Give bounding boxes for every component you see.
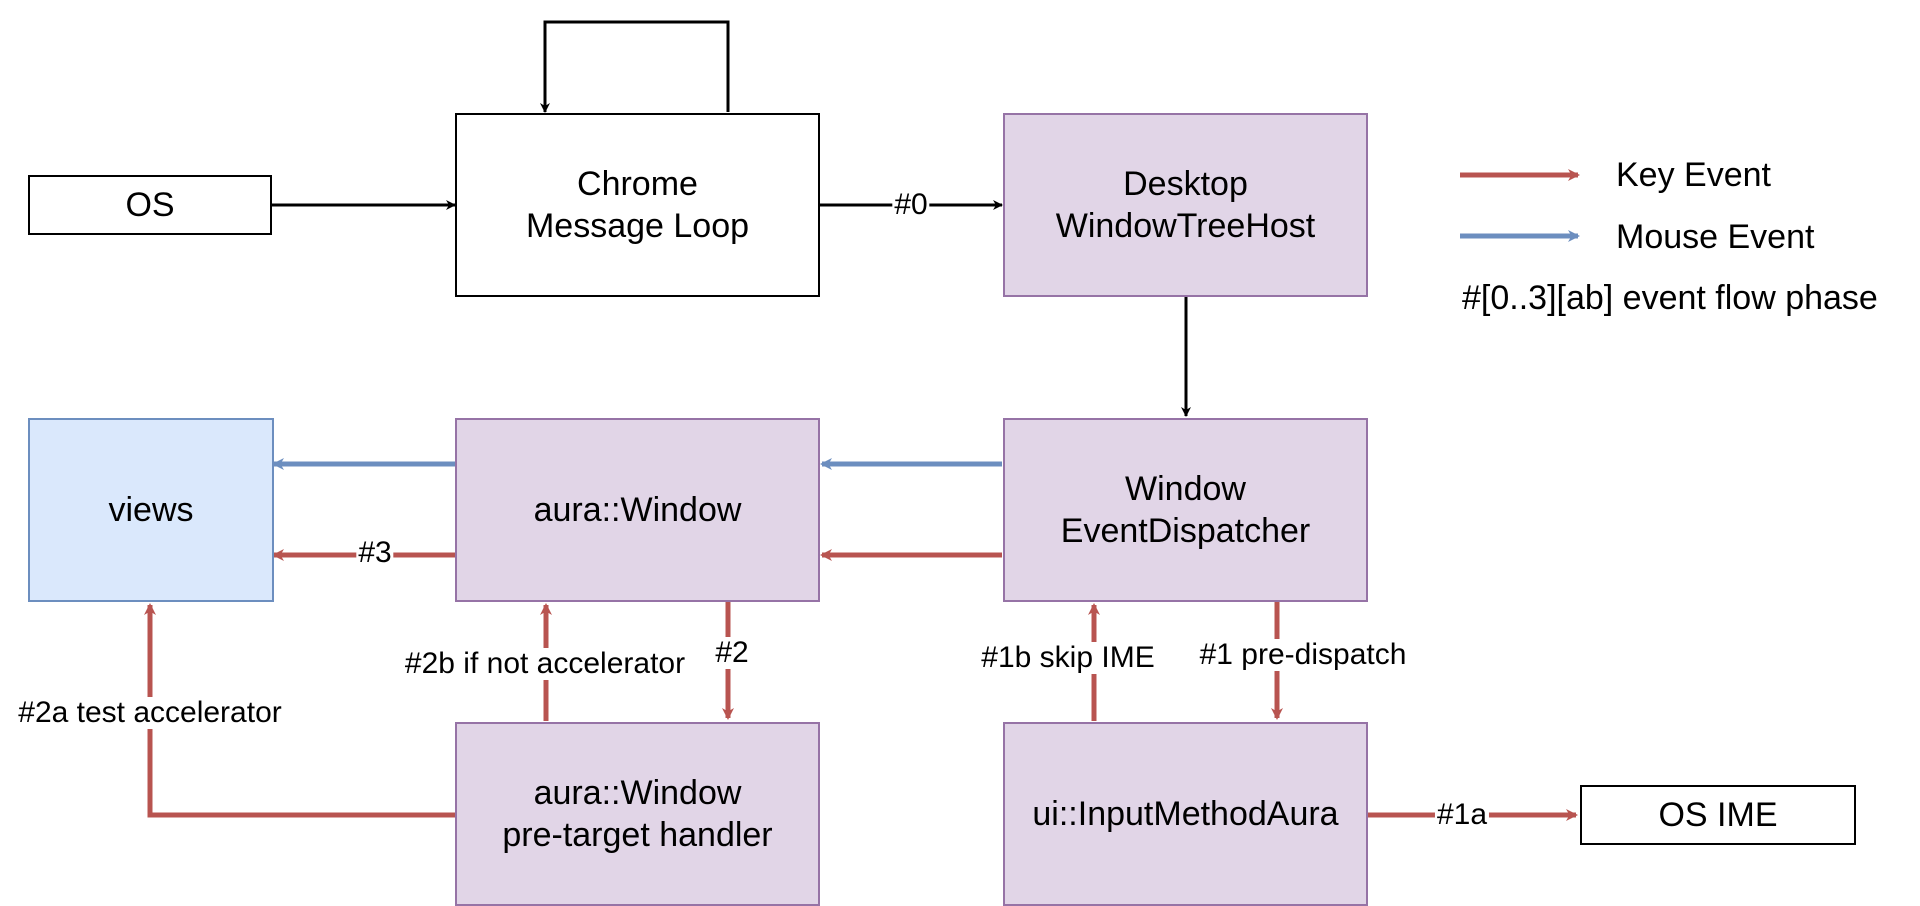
os-ime-node: OS IME bbox=[1580, 785, 1856, 845]
chrome-message-loop-line2: Message Loop bbox=[525, 207, 750, 245]
aura-window-node: aura::Window bbox=[455, 418, 820, 602]
phase0-label: #0 bbox=[892, 188, 930, 221]
desktop-window-tree-host-line1: Desktop bbox=[1123, 164, 1248, 203]
legend-mouse-event-label: Mouse Event bbox=[1616, 218, 1815, 256]
pre-target-handler-node: aura::Window pre-target handler bbox=[455, 722, 820, 906]
aura-window-node-label: aura::Window bbox=[533, 490, 742, 529]
legend-key-event-label: Key Event bbox=[1616, 156, 1771, 194]
window-event-dispatcher-line2: EventDispatcher bbox=[1060, 512, 1311, 550]
phase2a-edge bbox=[144, 603, 455, 818]
desktop-window-tree-host-line2: WindowTreeHost bbox=[1055, 207, 1316, 245]
phase3-label: #3 bbox=[356, 536, 394, 569]
views-node: views bbox=[28, 418, 274, 602]
legend-phase-note: #[0..3][ab] event flow phase bbox=[1462, 279, 1878, 317]
message-loop-self-edge bbox=[540, 20, 730, 113]
chrome-message-loop-line1: Chrome bbox=[577, 164, 698, 203]
os-ime-node-label: OS IME bbox=[1658, 795, 1778, 834]
input-method-aura-node: ui::InputMethodAura bbox=[1003, 722, 1368, 906]
phase1b-label: #1b skip IME bbox=[979, 641, 1157, 674]
window-event-dispatcher-line1: Window bbox=[1125, 469, 1246, 508]
desktop-window-tree-host-node: Desktop WindowTreeHost bbox=[1003, 113, 1368, 297]
window-event-dispatcher-node: Window EventDispatcher bbox=[1003, 418, 1368, 602]
phase2-label: #2 bbox=[713, 636, 751, 669]
phase1a-label: #1a bbox=[1434, 798, 1490, 831]
os-node-label: OS bbox=[125, 185, 175, 224]
chrome-message-loop-node: Chrome Message Loop bbox=[455, 113, 820, 297]
pre-target-handler-line1: aura::Window bbox=[533, 773, 742, 812]
views-node-label: views bbox=[108, 490, 194, 529]
input-method-aura-label: ui::InputMethodAura bbox=[1032, 794, 1339, 833]
phase2b-label: #2b if not accelerator bbox=[402, 647, 688, 680]
phase2a-label: #2a test accelerator bbox=[16, 696, 284, 729]
phase1-label: #1 pre-dispatch bbox=[1197, 638, 1409, 671]
pre-target-handler-line2: pre-target handler bbox=[502, 816, 773, 854]
os-node: OS bbox=[28, 175, 272, 235]
